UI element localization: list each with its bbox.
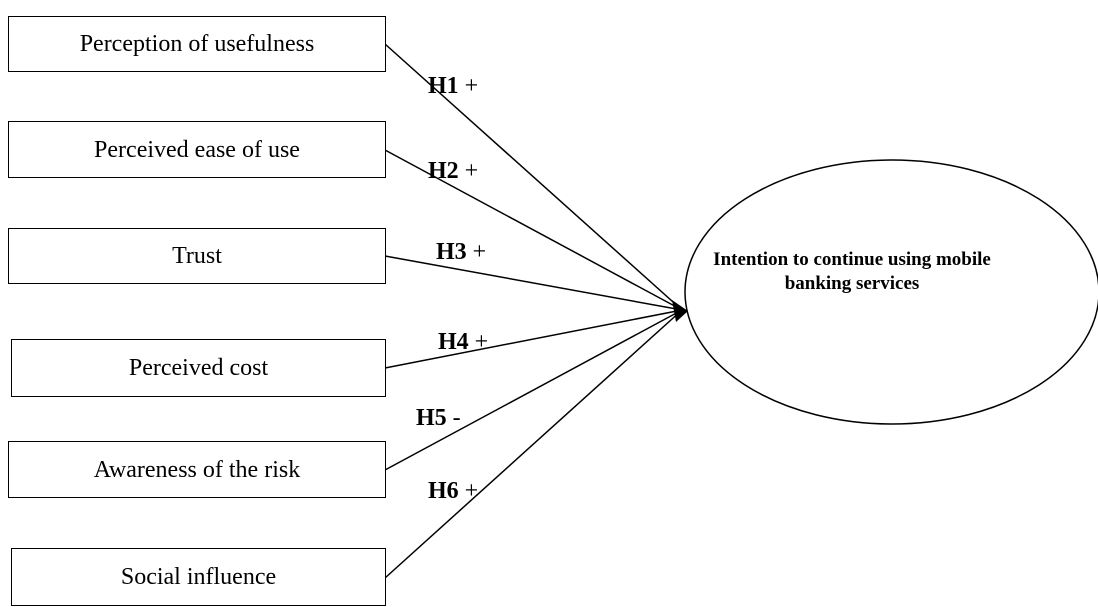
hypothesis-label-h1: H1 + — [428, 74, 478, 98]
hypothesis-code: H6 — [428, 478, 459, 504]
hypothesis-label-h6: H6 + — [428, 479, 478, 503]
hypothesis-sign: + — [464, 73, 479, 99]
construct-label: Perception of usefulness — [79, 31, 315, 57]
hypothesis-code: H4 — [438, 329, 469, 355]
construct-perceived-cost: Perceived cost — [11, 339, 386, 397]
construct-trust: Trust — [8, 228, 386, 284]
hypothesis-code: H2 — [428, 158, 459, 184]
construct-label: Social influence — [120, 564, 277, 590]
hypothesis-code: H3 — [436, 239, 467, 265]
hypothesis-sign: + — [472, 239, 487, 265]
hypothesis-label-h3: H3 + — [436, 240, 486, 264]
arrow-h1 — [384, 43, 683, 311]
hypothesis-code: H5 — [416, 405, 447, 431]
construct-perception-of-usefulness: Perception of usefulness — [8, 16, 386, 72]
hypothesis-label-h5: H5 - — [416, 406, 461, 430]
hypothesis-code: H1 — [428, 73, 459, 99]
hypothesis-label-h4: H4 + — [438, 330, 488, 354]
hypothesis-sign: + — [464, 478, 479, 504]
arrowhead-icon — [672, 300, 688, 322]
construct-label: Awareness of the risk — [93, 456, 301, 483]
construct-label: Trust — [172, 243, 222, 269]
construct-label: Perceived cost — [128, 355, 269, 381]
hypothesis-label-h2: H2 + — [428, 159, 478, 183]
construct-label: Perceived ease of use — [94, 136, 300, 163]
construct-perceived-ease-of-use: Perceived ease of use — [8, 121, 386, 178]
arrow-h2 — [384, 149, 683, 311]
arrow-h6 — [384, 309, 683, 579]
hypothesis-sign: + — [474, 329, 489, 355]
hypothesis-sign: + — [464, 158, 479, 184]
construct-awareness-of-the-risk: Awareness of the risk — [8, 441, 386, 498]
arrow-h3 — [384, 255, 683, 311]
hypothesis-sign: - — [452, 405, 461, 431]
outcome-ellipse — [684, 159, 1098, 425]
outcome-label: Intention to continue using mobile banki… — [713, 249, 991, 294]
arrow-h4 — [384, 309, 683, 369]
construct-social-influence: Social influence — [11, 548, 386, 606]
arrow-h5 — [384, 309, 683, 471]
